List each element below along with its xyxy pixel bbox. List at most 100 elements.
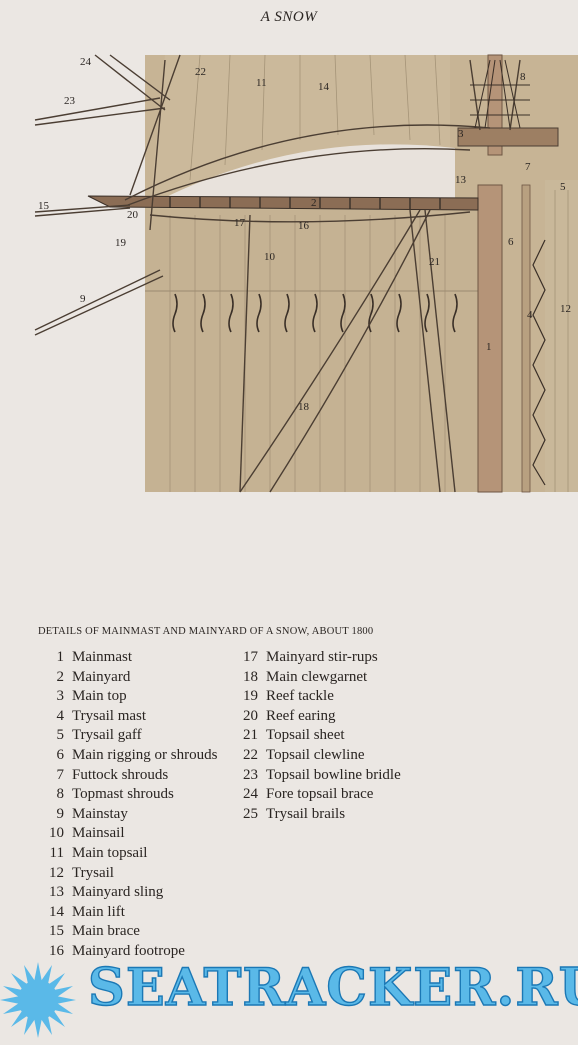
legend-item: 20 Reef earing	[232, 707, 422, 727]
legend-label: Main topsail	[72, 844, 148, 861]
legend-label: Topsail sheet	[266, 727, 345, 744]
sail-cutout	[160, 144, 455, 202]
label-23: 23	[64, 95, 76, 107]
trysail-brails	[532, 239, 546, 486]
label-5: 5	[560, 181, 566, 193]
legend-label: Trysail gaff	[72, 727, 142, 744]
legend-item: 5 Trysail gaff	[38, 726, 238, 746]
legend-label: Mainmast	[72, 649, 132, 665]
rigging-illustration: 24 22 11 14 8 23 3 7 13 5 15 2 20 17 16 …	[34, 54, 578, 493]
legend-label: Mainyard sling	[72, 884, 164, 901]
legend-number: 4	[56, 707, 65, 724]
legend-item: 18 Main clewgarnet	[232, 668, 422, 688]
legend-number: 22	[243, 746, 258, 763]
legend-item: 11 Main topsail	[38, 844, 238, 864]
legend-number: 7	[56, 766, 65, 783]
label-4: 4	[527, 309, 533, 321]
legend-item: 24 Fore topsail brace	[232, 785, 422, 805]
legend-item: 10 Mainsail	[38, 824, 238, 844]
legend-label: Trysail mast	[72, 707, 147, 724]
label-1: 1	[486, 341, 492, 353]
legend-number: 3	[56, 688, 65, 705]
legend-label: Reef earing	[266, 707, 336, 724]
legend-item: 14 Main lift	[38, 903, 238, 923]
legend-number: 11	[49, 844, 64, 861]
legend-item: 4 Trysail mast	[38, 707, 238, 727]
legend-label: Main top	[72, 688, 127, 705]
label-12: 12	[560, 303, 571, 315]
legend-number: 25	[243, 805, 258, 822]
watermark-star-logo	[0, 962, 76, 1038]
legend-item: 1 Mainmast	[38, 648, 238, 668]
legend-label: Trysail brails	[266, 805, 346, 822]
legend-item: 3 Main top	[38, 687, 238, 707]
label-22: 22	[195, 66, 206, 78]
legend-label: Main brace	[72, 923, 140, 940]
label-21: 21	[429, 256, 440, 268]
legend-number: 2	[56, 668, 65, 685]
label-16: 16	[298, 220, 310, 232]
legend-label: Topmast shrouds	[72, 786, 174, 803]
legend-label: Topsail clewline	[266, 746, 365, 763]
trysail	[545, 180, 578, 492]
label-8: 8	[520, 71, 526, 83]
legend-number: 18	[243, 668, 258, 685]
legend-label: Main clewgarnet	[266, 668, 368, 685]
legend-item: 9 Mainstay	[38, 805, 238, 825]
legend-number: 23	[243, 766, 258, 783]
label-19: 19	[115, 237, 127, 249]
label-9: 9	[80, 293, 86, 305]
legend-label: Topsail bowline bridle	[266, 766, 401, 783]
legend-item: 23 Topsail bowline bridle	[232, 766, 422, 786]
legend-item: 15 Main brace	[38, 922, 238, 942]
legend-number: 20	[243, 707, 258, 724]
legend-column-1: 1 Mainmast 2 Mainyard 3 Main top 4 Trysail mast…	[38, 648, 238, 962]
yard-bands	[169, 197, 441, 209]
legend-number: 9	[56, 805, 65, 822]
legend-item: 8 Topmast shrouds	[38, 785, 238, 805]
watermark-text: SEATRACKER.RU	[87, 957, 578, 1018]
legend-number: 6	[56, 746, 65, 763]
legend-label: Mainyard stir-rups	[266, 649, 378, 665]
legend-number: 15	[49, 923, 64, 940]
label-10: 10	[264, 251, 276, 263]
legend-number: 16	[49, 942, 64, 959]
legend-item: 25 Trysail brails	[232, 805, 422, 825]
label-17: 17	[234, 217, 246, 229]
legend-label: Main lift	[72, 903, 125, 920]
legend-label: Trysail	[72, 864, 114, 881]
trysail-mast	[521, 184, 531, 493]
legend-label: Mainyard	[72, 668, 131, 685]
label-14: 14	[318, 81, 330, 93]
label-20: 20	[127, 209, 139, 221]
mainsail	[145, 210, 490, 492]
label-13: 13	[455, 174, 467, 186]
legend-number: 24	[243, 786, 258, 803]
legend-item: 6 Main rigging or shrouds	[38, 746, 238, 766]
legend-number: 8	[56, 786, 65, 803]
legend-number: 19	[243, 688, 258, 705]
reef-points	[172, 293, 458, 333]
label-7: 7	[525, 161, 531, 173]
legend-number: 17	[243, 649, 258, 665]
legend-number: 10	[49, 825, 64, 842]
legend-number: 5	[56, 727, 65, 744]
mainmast	[477, 184, 503, 493]
legend-label: Mainsail	[72, 825, 125, 842]
legend-number: 14	[49, 903, 64, 920]
label-6: 6	[508, 236, 514, 248]
legend-label: Fore topsail brace	[266, 786, 374, 803]
label-2: 2	[311, 197, 317, 209]
main-top	[457, 127, 559, 147]
legend-item: 22 Topsail clewline	[232, 746, 422, 766]
figure-caption: DETAILS OF MAINMAST AND MAINYARD OF A SN…	[38, 626, 374, 637]
page-title: A SNOW	[260, 9, 318, 25]
legend-label: Mainyard footrope	[72, 942, 185, 959]
legend-label: Mainstay	[72, 805, 128, 822]
legend-number: 1	[56, 649, 65, 665]
legend-label: Main rigging or shrouds	[72, 746, 218, 763]
